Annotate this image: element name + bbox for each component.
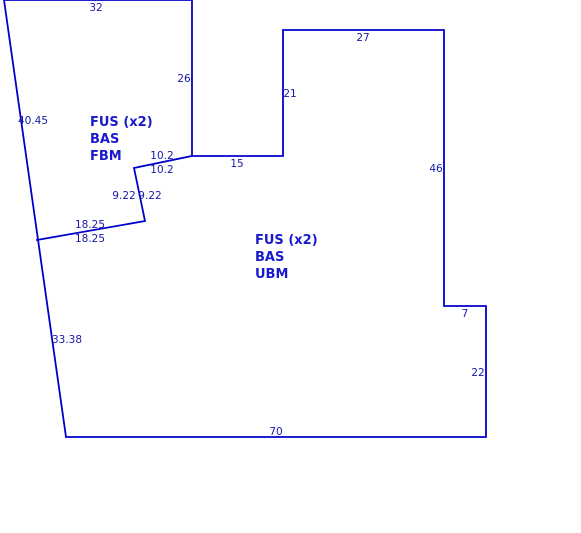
dimension-middle-horizontal: 15 — [230, 158, 243, 170]
dimension-step-side-a: 9.22 — [112, 190, 135, 202]
dimension-upper-right: 26 — [177, 73, 191, 85]
dimension-right-long: 46 — [429, 163, 443, 175]
dimension-lower-left-slant: 33.38 — [52, 334, 82, 346]
perimeter-outline — [3, 0, 487, 438]
dimension-upper-left-slant: 40.45 — [18, 115, 48, 127]
dimension-bottom: 70 — [269, 426, 282, 438]
dimension-divider-b: 18.25 — [75, 233, 105, 245]
dimension-right-step: 7 — [462, 308, 469, 320]
area-divider-line — [35, 154, 194, 242]
area-label-lower-line3: UBM — [255, 267, 288, 282]
area-label-upper-line2: BAS — [90, 132, 119, 147]
area-label-upper-line3: FBM — [90, 149, 122, 164]
dimension-top-right: 27 — [356, 32, 369, 44]
dimension-divider-a: 18.25 — [75, 219, 105, 231]
area-label-upper-line1: FUS (x2) — [90, 115, 153, 130]
area-label-lower-line1: FUS (x2) — [255, 233, 318, 248]
dimension-top-upper: 32 — [89, 2, 102, 14]
dimension-middle-vertical: 21 — [283, 88, 296, 100]
area-label-upper: FUS (x2) BAS FBM — [90, 115, 153, 164]
area-label-lower: FUS (x2) BAS UBM — [255, 233, 318, 282]
dimension-step-top-a: 10.2 — [150, 150, 173, 162]
dimension-step-side-b: 9.22 — [138, 190, 161, 202]
area-label-lower-line2: BAS — [255, 250, 284, 265]
dimension-step-top-b: 10.2 — [150, 164, 173, 176]
dimension-right-short: 22 — [471, 367, 484, 379]
